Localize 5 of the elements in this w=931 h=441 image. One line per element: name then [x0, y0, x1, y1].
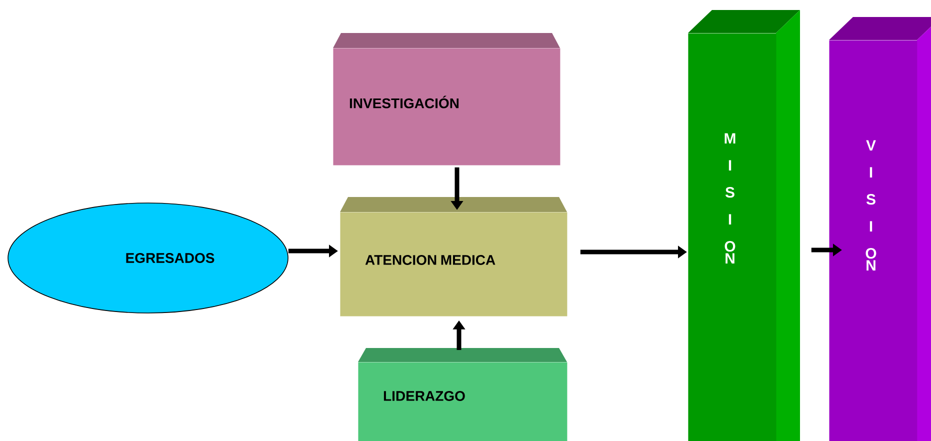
block-box: ATENCION MEDICA	[340, 197, 568, 316]
block-box: INVESTIGACIÓN	[333, 33, 560, 166]
block-box: LIDERAZGO	[358, 348, 568, 441]
column-bar: VISION	[829, 17, 931, 441]
column-bar: MISION	[688, 10, 800, 441]
